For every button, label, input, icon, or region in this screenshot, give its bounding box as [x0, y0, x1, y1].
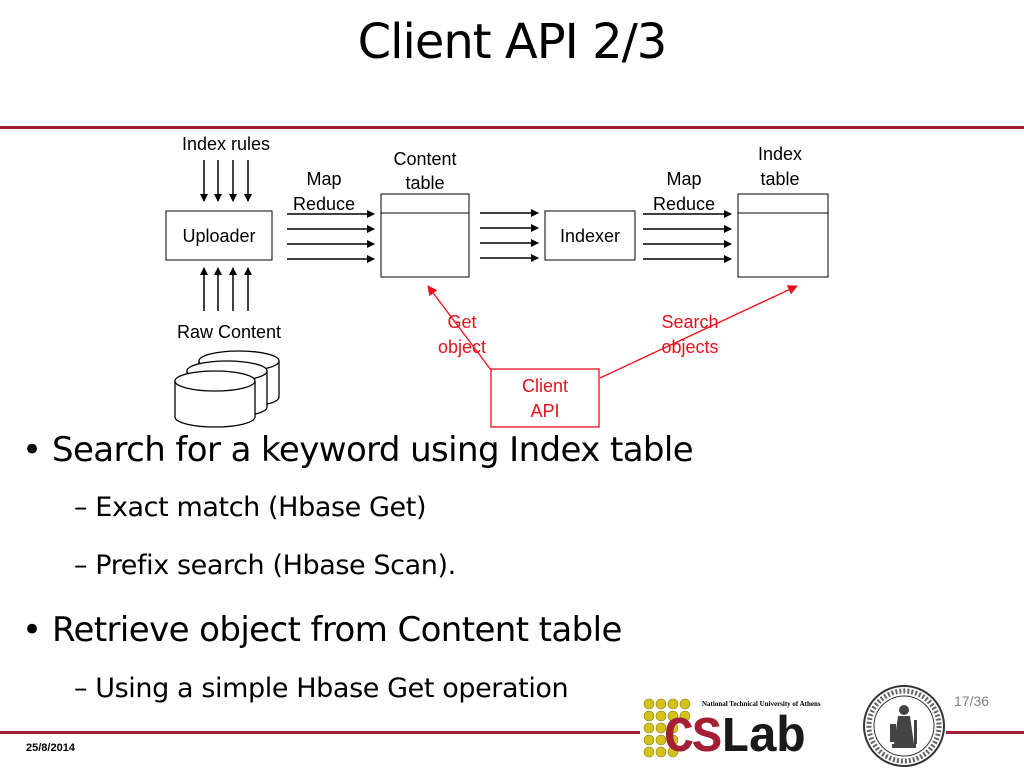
slide-date: 25/8/2014 — [26, 742, 75, 754]
index-table-line1: Index — [758, 144, 802, 164]
raw-content-arrows — [200, 267, 252, 311]
uploader-box — [165, 210, 273, 261]
architecture-diagram: Index rules Uploader Raw Content — [165, 134, 829, 428]
slide-title: Client API 2/3 — [357, 14, 668, 70]
search-objects-line2: objects — [661, 337, 718, 357]
bullet-text: Search for a keyword using Index table — [52, 430, 694, 470]
sub-bullet-item: – Prefix search (Hbase Scan). — [74, 550, 456, 581]
bullet-text: Retrieve object from Content table — [52, 610, 622, 650]
client-api-line1: Client — [522, 376, 568, 396]
get-object-line2: object — [438, 337, 486, 357]
map-reduce-2-line2: Reduce — [653, 194, 715, 214]
content-table-line2: table — [405, 173, 444, 193]
index-table-box — [737, 193, 829, 278]
client-api-line2: API — [530, 401, 559, 421]
raw-content-label: Raw Content — [177, 322, 281, 342]
map-reduce-1-line2: Reduce — [293, 194, 355, 214]
content-table-box — [380, 193, 470, 278]
indexer-box — [544, 210, 636, 261]
index-rules-label: Index rules — [182, 134, 270, 154]
content-to-indexer-arrows — [480, 209, 539, 262]
bullet-item: •Search for a keyword using Index table — [22, 430, 694, 470]
logo-lab: Lab — [720, 710, 806, 767]
page-number: 17/36 — [954, 693, 990, 709]
search-objects-line1: Search — [661, 312, 718, 332]
bullet-dot: • — [22, 610, 42, 650]
map-reduce-2-line1: Map — [666, 169, 701, 189]
database-icon — [174, 350, 280, 428]
map-reduce-1-line1: Map — [306, 169, 341, 189]
client-api-arrows — [427, 285, 798, 379]
cslab-logo: National Technical University of Athens … — [640, 682, 950, 768]
logo-cs: CS — [664, 710, 722, 767]
sub-bullet-item: – Using a simple Hbase Get operation — [74, 673, 569, 704]
uploader-label: Uploader — [182, 226, 255, 246]
logo-wordmark: CSLab — [664, 714, 806, 764]
bullet-item: •Retrieve object from Content table — [22, 610, 622, 650]
dot-grid-icon — [643, 698, 691, 758]
uploader-to-content-arrows — [287, 210, 375, 263]
get-object-line1: Get — [447, 312, 476, 332]
index-rules-arrows — [200, 160, 252, 202]
bottom-divider-left — [0, 731, 640, 734]
indexer-label: Indexer — [560, 226, 620, 246]
content-table-line1: Content — [393, 149, 456, 169]
bottom-divider-right — [946, 731, 1024, 734]
university-seal-icon — [863, 685, 945, 767]
logo-subtitle: National Technical University of Athens — [702, 700, 821, 708]
indexer-to-index-arrows — [643, 210, 732, 263]
client-api-box — [490, 368, 600, 428]
bullet-dot: • — [22, 430, 42, 470]
top-divider — [0, 126, 1024, 129]
sub-bullet-item: – Exact match (Hbase Get) — [74, 492, 427, 523]
index-table-line2: table — [760, 169, 799, 189]
